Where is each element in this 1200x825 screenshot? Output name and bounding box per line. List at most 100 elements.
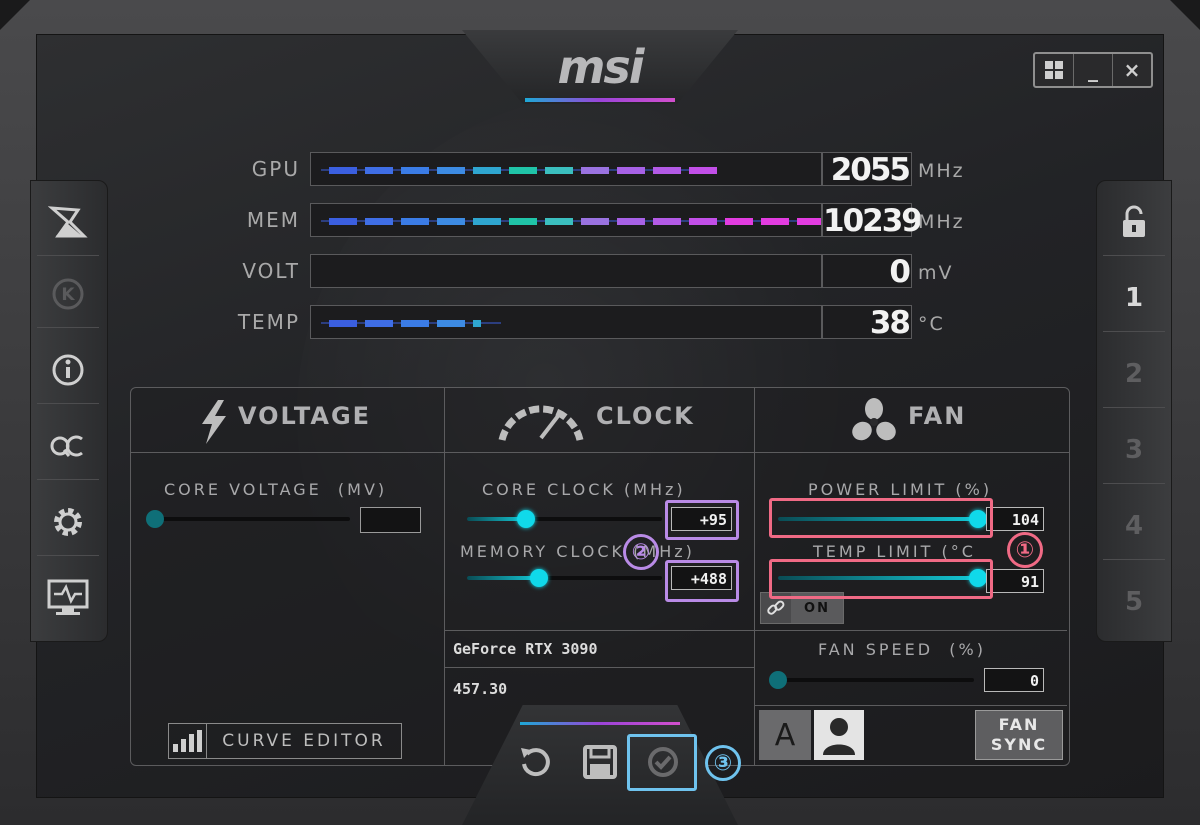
voltage-title: VOLTAGE (238, 402, 372, 430)
reset-icon[interactable] (515, 742, 555, 782)
fan-divider (755, 705, 1067, 707)
monitor-unit-gpu: MHz (918, 160, 965, 182)
memory-clock-label-text: MEMORY CLOCK (460, 542, 626, 561)
link-toggle-button[interactable]: ON (760, 592, 844, 624)
annotation-number-1: ① (1007, 532, 1043, 568)
info-icon[interactable] (37, 337, 99, 404)
fan-speed-label-text: FAN SPEED (818, 640, 934, 659)
fan-sync-line1: FAN (998, 715, 1040, 734)
lock-icon[interactable] (1103, 189, 1165, 256)
msi-logo: msi (557, 40, 644, 94)
profile-5-button[interactable]: 5 (1103, 569, 1165, 635)
fan-sync-line2: SYNC (990, 735, 1048, 754)
oc-scanner-icon[interactable] (37, 413, 99, 480)
core-voltage-slider[interactable] (146, 510, 350, 528)
user-fan-button[interactable] (814, 710, 864, 760)
temp-limit-value[interactable]: 91 (986, 569, 1044, 593)
profile-number: 5 (1124, 587, 1144, 617)
lightning-icon (202, 400, 226, 444)
curve-editor-label: CURVE EDITOR (222, 731, 386, 751)
fan-icon (852, 398, 896, 441)
profile-4-button[interactable]: 4 (1103, 493, 1165, 560)
profile-1-button[interactable]: 1 (1103, 265, 1165, 332)
temp-limit-unit: (°C (941, 542, 976, 561)
memory-clock-label: MEMORY CLOCK (MHz) (460, 542, 695, 561)
monitor-bar-temp (310, 305, 822, 339)
core-clock-slider[interactable] (467, 510, 662, 528)
annotation-number-3: ③ (705, 745, 741, 781)
close-button[interactable]: × (1112, 54, 1151, 86)
monitor-value-gpu: 2055 (822, 152, 912, 187)
monitor-value-temp: 38 (822, 305, 912, 340)
slider-knob[interactable] (146, 510, 164, 528)
slider-knob[interactable] (969, 569, 987, 587)
settings-icon[interactable] (37, 489, 99, 556)
clock-title: CLOCK (596, 402, 695, 430)
core-clock-value[interactable]: +95 (671, 507, 732, 531)
header-divider (131, 452, 1069, 453)
fan-speed-unit: (%) (949, 640, 986, 659)
monitor-unit-volt: mV (918, 262, 954, 284)
slider-knob[interactable] (769, 671, 787, 689)
fan-speed-value[interactable]: 0 (984, 668, 1044, 692)
monitor-label-volt: VOLT (242, 259, 300, 283)
slider-fill (467, 517, 526, 521)
monitor-label-temp: TEMP (237, 310, 300, 334)
dock-accent-line (520, 722, 680, 725)
annotation-box-power-limit (769, 498, 993, 538)
windows-icon[interactable] (1035, 54, 1073, 86)
annotation-box-core-clock (665, 500, 739, 540)
speedometer-icon (498, 405, 584, 441)
slider-knob[interactable] (969, 510, 987, 528)
apply-icon[interactable] (643, 742, 683, 782)
power-limit-slider[interactable] (778, 510, 987, 528)
slider-knob[interactable] (516, 510, 535, 528)
power-limit-label: POWER LIMIT (%) (808, 480, 992, 499)
minimize-button[interactable]: _ (1073, 54, 1112, 86)
core-voltage-value[interactable] (360, 507, 421, 533)
temp-limit-slider[interactable] (778, 569, 987, 587)
slider-fill (467, 576, 540, 580)
k-boost-icon[interactable]: K (37, 261, 99, 328)
column-divider (754, 388, 755, 765)
fan-title: FAN (908, 402, 967, 430)
profile-number: 1 (1124, 283, 1144, 313)
profile-number: 3 (1124, 435, 1144, 465)
logo-accent-line (525, 98, 675, 102)
slider-fill (778, 576, 978, 580)
profile-number: 2 (1124, 359, 1144, 389)
curve-editor-button[interactable]: CURVE EDITOR (168, 723, 402, 759)
annotation-number-2: ② (623, 534, 659, 570)
fan-auto-button[interactable]: A (759, 710, 811, 760)
core-voltage-label: CORE VOLTAGE (MV) (164, 480, 387, 499)
monitor-unit-temp: °C (918, 313, 945, 335)
profile-3-button[interactable]: 3 (1103, 417, 1165, 484)
window-controls: _ × (1033, 52, 1153, 88)
right-sidebar: 1 2 3 4 5 (1096, 180, 1172, 642)
profile-2-button[interactable]: 2 (1103, 341, 1165, 408)
monitor-value-mem: 10239 (822, 203, 923, 239)
fan-sync-button[interactable]: FAN SYNC (975, 710, 1063, 760)
save-icon[interactable] (580, 742, 620, 782)
slider-fill (778, 517, 978, 521)
monitor-label-mem: MEM (246, 208, 300, 232)
fan-speed-slider[interactable] (769, 671, 974, 689)
profile-number: 4 (1124, 511, 1144, 541)
monitor-bar-volt (310, 254, 822, 288)
monitoring-icon[interactable] (37, 565, 99, 631)
core-clock-label-text: CORE CLOCK (482, 480, 616, 499)
monitor-label-gpu: GPU (251, 157, 300, 181)
core-voltage-unit: (MV) (337, 480, 388, 499)
slider-knob[interactable] (530, 569, 549, 587)
memory-clock-value[interactable]: +488 (671, 566, 732, 590)
monitor-bar-mem (310, 203, 822, 237)
power-limit-value[interactable]: 104 (986, 507, 1044, 531)
annotation-box-apply (627, 734, 697, 791)
core-voltage-label-text: CORE VOLTAGE (164, 480, 322, 499)
temp-limit-label: TEMP LIMIT (°C (813, 542, 976, 561)
memory-clock-slider[interactable] (467, 569, 662, 587)
core-clock-unit: (MHz) (623, 480, 686, 499)
power-limit-label-text: POWER LIMIT (808, 480, 948, 499)
power-limit-unit: (%) (955, 480, 993, 499)
afterburner-icon[interactable] (37, 189, 99, 256)
